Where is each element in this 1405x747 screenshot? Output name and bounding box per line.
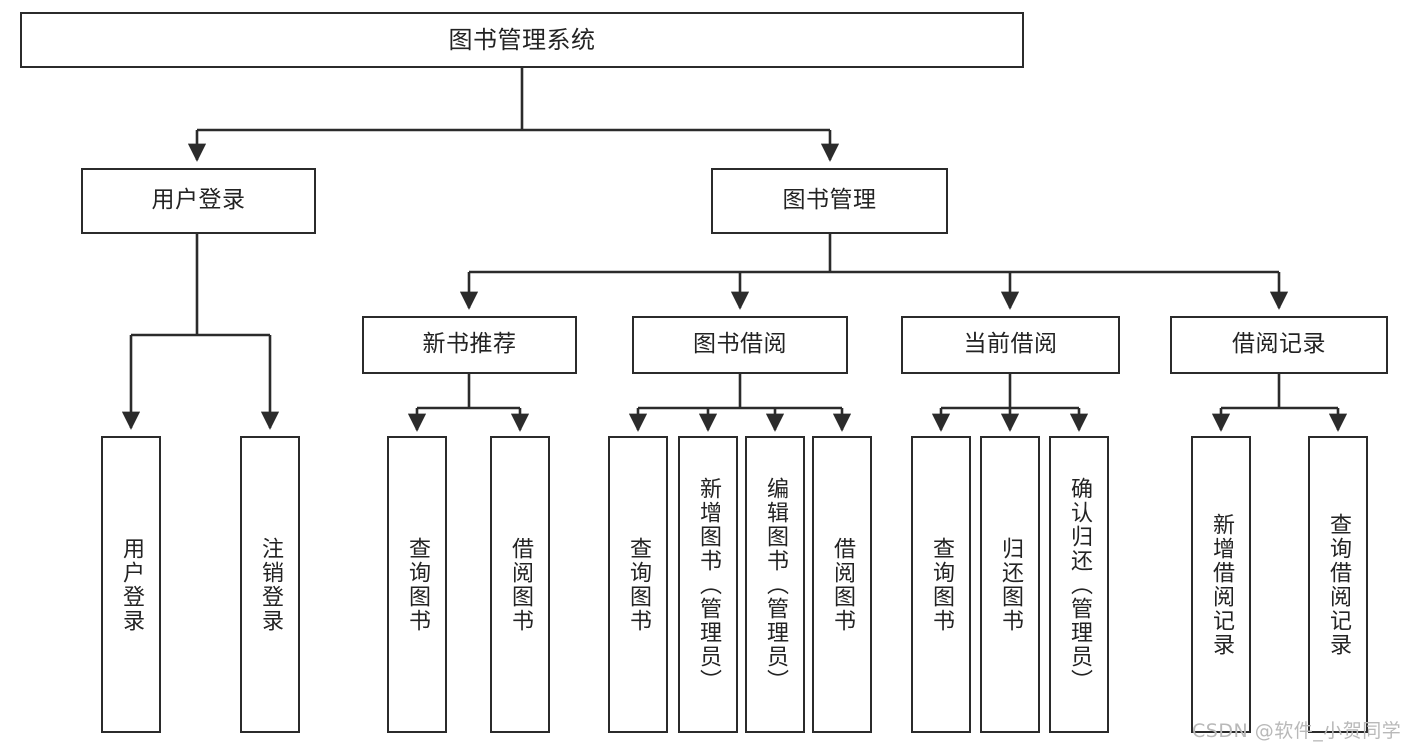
node-label: 归还图书 — [997, 536, 1023, 633]
csdn-watermark: CSDN @软件_小贺同学 — [1192, 720, 1402, 742]
node-current-borrow[interactable]: 当前借阅 — [901, 316, 1120, 374]
node-user-login[interactable]: 用户登录 — [81, 168, 316, 234]
node-label: 新书推荐 — [422, 331, 517, 358]
node-label: 用户登录 — [118, 536, 144, 633]
node-label: 查询图书 — [928, 536, 954, 633]
leaf-query-book-current[interactable]: 查询图书 — [911, 436, 971, 733]
node-label: 用户登录 — [151, 187, 246, 214]
node-label: 图书借阅 — [693, 331, 787, 358]
node-label: 编辑图书（管理员） — [762, 476, 788, 693]
leaf-borrow-book-recommend[interactable]: 借阅图书 — [490, 436, 550, 733]
node-label: 新增借阅记录 — [1208, 512, 1234, 657]
leaf-add-book[interactable]: 新增图书（管理员） — [678, 436, 738, 733]
node-borrow-record[interactable]: 借阅记录 — [1170, 316, 1388, 374]
leaf-return-book[interactable]: 归还图书 — [980, 436, 1040, 733]
leaf-query-borrow-record[interactable]: 查询借阅记录 — [1308, 436, 1368, 733]
leaf-add-borrow-record[interactable]: 新增借阅记录 — [1191, 436, 1251, 733]
node-label: 查询图书 — [404, 536, 430, 633]
node-root-system[interactable]: 图书管理系统 — [20, 12, 1024, 68]
node-new-book-recommend[interactable]: 新书推荐 — [362, 316, 577, 374]
node-book-borrow[interactable]: 图书借阅 — [632, 316, 848, 374]
leaf-borrow-book[interactable]: 借阅图书 — [812, 436, 872, 733]
node-label: 借阅图书 — [507, 536, 533, 633]
node-label: 借阅记录 — [1232, 331, 1326, 358]
node-label: 借阅图书 — [829, 536, 855, 633]
node-label: 注销登录 — [257, 536, 283, 633]
node-label: 新增图书（管理员） — [695, 476, 721, 693]
node-label: 确认归还（管理员） — [1066, 476, 1092, 693]
leaf-confirm-return[interactable]: 确认归还（管理员） — [1049, 436, 1109, 733]
leaf-query-book-recommend[interactable]: 查询图书 — [387, 436, 447, 733]
node-label: 查询借阅记录 — [1325, 512, 1351, 657]
leaf-user-logout[interactable]: 注销登录 — [240, 436, 300, 733]
leaf-edit-book[interactable]: 编辑图书（管理员） — [745, 436, 805, 733]
leaf-user-login[interactable]: 用户登录 — [101, 436, 161, 733]
node-label: 图书管理 — [782, 187, 877, 214]
leaf-query-book-borrow[interactable]: 查询图书 — [608, 436, 668, 733]
node-label: 图书管理系统 — [448, 25, 596, 54]
node-book-management[interactable]: 图书管理 — [711, 168, 948, 234]
node-label: 当前借阅 — [963, 331, 1058, 358]
node-label: 查询图书 — [625, 536, 651, 633]
